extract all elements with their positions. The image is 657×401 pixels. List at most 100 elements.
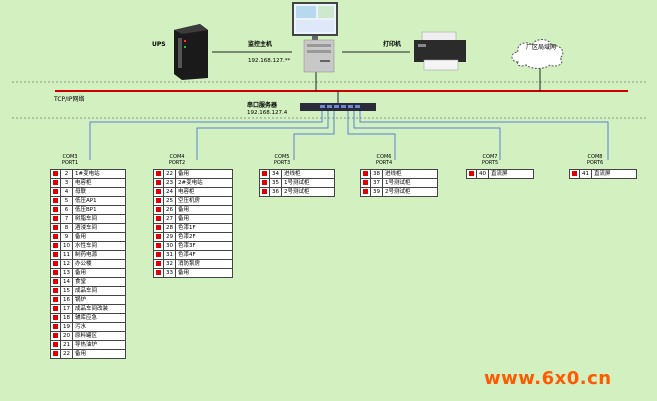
device-name: 电容柜 <box>72 178 126 188</box>
status-indicator <box>50 196 61 206</box>
status-square-icon <box>53 350 58 356</box>
device-name: 导热油炉 <box>72 340 126 350</box>
status-indicator <box>50 340 61 350</box>
device-number: 22 <box>163 169 176 179</box>
port-com-label: COM6 <box>376 154 392 160</box>
device-name: 母联 <box>72 187 126 197</box>
device-name: 色漆3F <box>175 241 233 251</box>
device-number: 35 <box>269 178 282 188</box>
status-indicator <box>360 187 371 197</box>
device-name: 备用 <box>72 268 126 278</box>
device-name: 进线柜 <box>281 169 335 179</box>
device-name: 电容柜 <box>175 187 233 197</box>
status-indicator <box>50 268 61 278</box>
device-number: 32 <box>163 259 176 269</box>
device-number: 12 <box>60 259 73 269</box>
device-name: 空压机房 <box>175 196 233 206</box>
status-indicator <box>50 187 61 197</box>
device-number: 3 <box>60 178 73 188</box>
ups-icon <box>174 24 208 80</box>
status-square-icon <box>262 179 267 185</box>
printer-label: 打印机 <box>383 41 402 48</box>
status-square-icon <box>53 197 58 203</box>
port-label: PORT1 <box>61 160 79 166</box>
device-name: 色漆1F <box>175 223 233 233</box>
watermark: www.6x0.cn <box>484 368 612 389</box>
device-name: 成品车间改装 <box>72 304 126 314</box>
device-number: 25 <box>163 196 176 206</box>
status-indicator <box>259 187 270 197</box>
status-indicator <box>50 178 61 188</box>
monitor-host-ip: 192.168.127.** <box>248 58 291 64</box>
status-square-icon <box>156 197 161 203</box>
port-com-label: COM8 <box>587 154 603 160</box>
device-number: 23 <box>163 178 176 188</box>
status-indicator <box>50 259 61 269</box>
status-indicator <box>50 277 61 287</box>
device-name: 办公楼 <box>72 259 126 269</box>
device-number: 39 <box>370 187 383 197</box>
device-number: 15 <box>60 286 73 296</box>
device-number: 41 <box>579 169 592 179</box>
status-square-icon <box>53 215 58 221</box>
status-square-icon <box>53 206 58 212</box>
status-square-icon <box>53 305 58 311</box>
device-name: 色漆2F <box>175 232 233 242</box>
status-indicator <box>50 313 61 323</box>
status-indicator <box>153 169 164 179</box>
device-number: 31 <box>163 250 176 260</box>
status-square-icon <box>53 341 58 347</box>
device-number: 30 <box>163 241 176 251</box>
status-indicator <box>153 223 164 233</box>
device-number: 10 <box>60 241 73 251</box>
device-number: 8 <box>60 223 73 233</box>
status-square-icon <box>156 170 161 176</box>
device-number: 38 <box>370 169 383 179</box>
status-square-icon <box>53 242 58 248</box>
device-number: 34 <box>269 169 282 179</box>
tcp-ip-label: TCP/IP网络 <box>54 96 85 103</box>
device-number: 19 <box>60 322 73 332</box>
device-name: 备用 <box>175 205 233 215</box>
status-square-icon <box>53 179 58 185</box>
device-name: 直流屏 <box>488 169 534 179</box>
status-square-icon <box>156 251 161 257</box>
device-number: 18 <box>60 313 73 323</box>
device-number: 22 <box>60 349 73 359</box>
status-square-icon <box>53 278 58 284</box>
status-square-icon <box>262 188 267 194</box>
status-indicator <box>569 169 580 179</box>
device-name: 树脂车间 <box>72 214 126 224</box>
status-indicator <box>50 169 61 179</box>
device-name: 2号测试柜 <box>281 187 335 197</box>
port-com-label: COM7 <box>482 154 498 160</box>
status-indicator <box>259 169 270 179</box>
computer-icon <box>292 2 338 73</box>
status-indicator <box>50 232 61 242</box>
status-indicator <box>153 250 164 260</box>
device-number: 17 <box>60 304 73 314</box>
